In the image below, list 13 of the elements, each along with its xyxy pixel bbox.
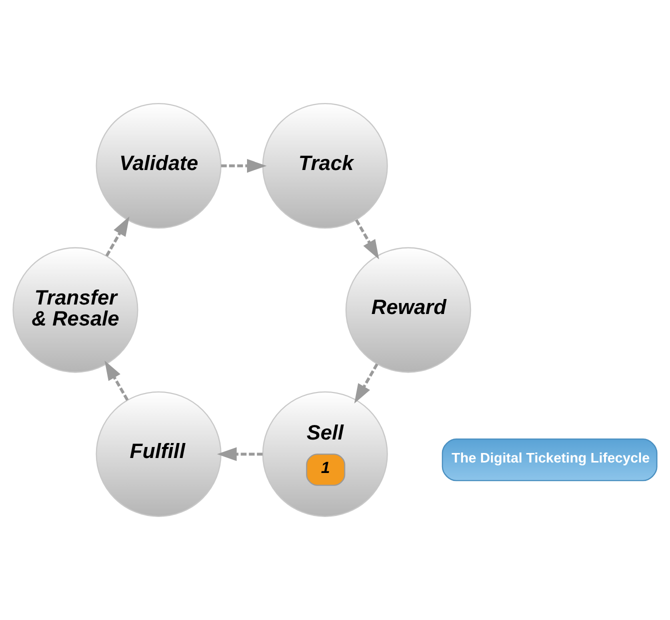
node-circle: Reward [345, 247, 472, 373]
node-circle: Sell 1 [262, 391, 388, 517]
node-circle: Validate [96, 103, 222, 229]
arrow [221, 159, 267, 173]
node-circle: Track [262, 103, 388, 229]
node-circle: Transfer & Resale [12, 247, 138, 373]
node-box: The Digital Ticketing Lifecycle [442, 438, 658, 482]
arrow [217, 447, 263, 461]
arrow [105, 216, 130, 257]
node-circle: Fulfill [96, 391, 222, 517]
arrow [354, 363, 378, 404]
arrow [355, 219, 380, 260]
arrow [104, 360, 129, 401]
